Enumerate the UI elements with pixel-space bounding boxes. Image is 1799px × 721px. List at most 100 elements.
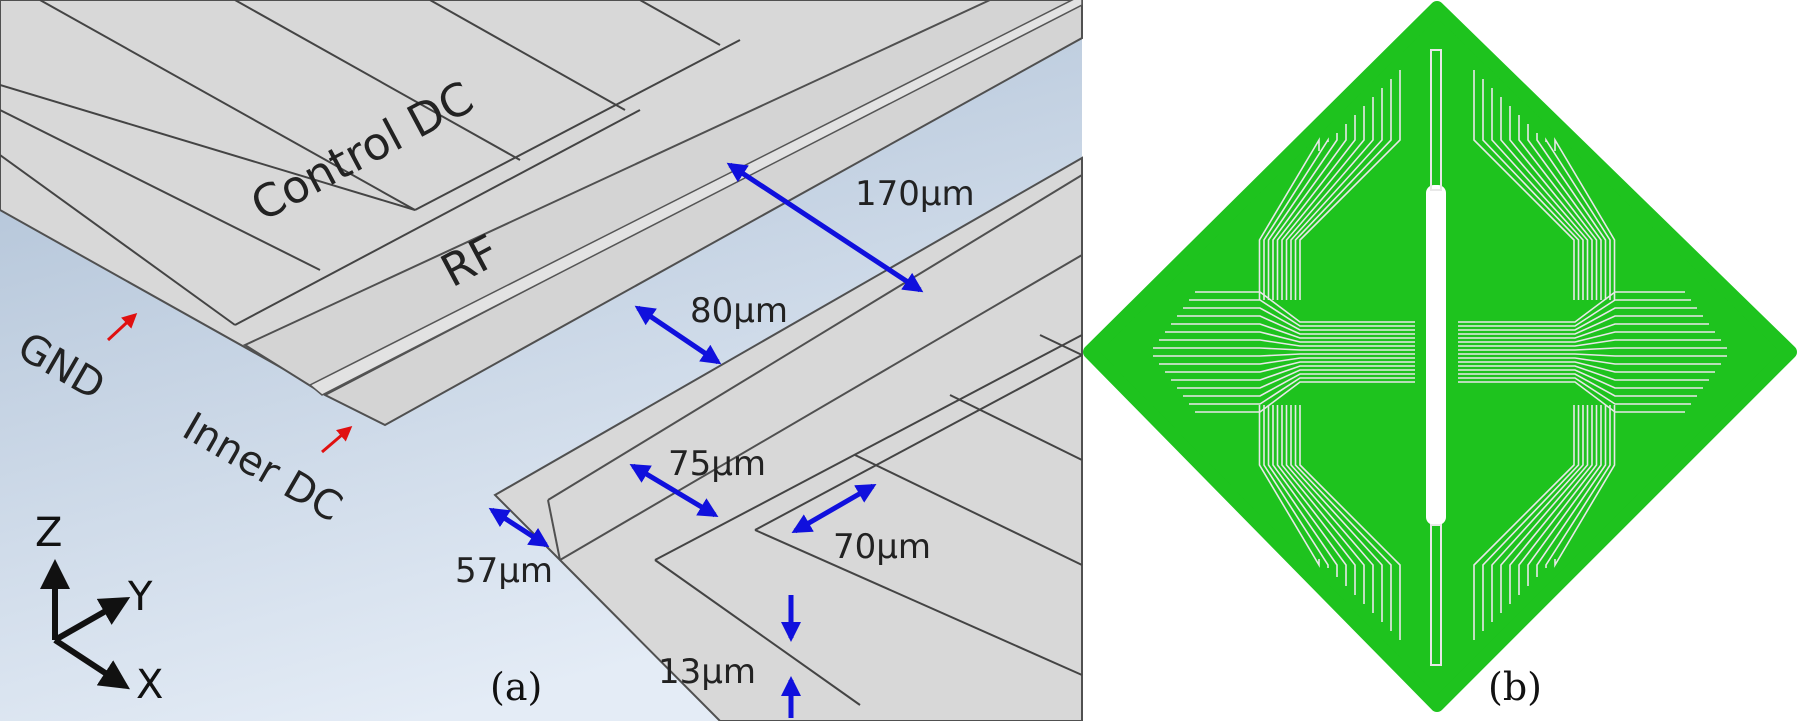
slot-neck-bottom [1430, 524, 1442, 666]
dim-label-80: 80µm [690, 291, 788, 331]
trace-line [1509, 405, 1593, 604]
trace-line [1500, 97, 1589, 300]
trace-line [1272, 405, 1347, 586]
trace-line [1527, 405, 1602, 586]
trace-line [1165, 331, 1415, 343]
trace-line [1294, 405, 1392, 631]
trace-line [1290, 88, 1383, 300]
trace-line [1458, 357, 1721, 365]
trace-line [1458, 307, 1697, 331]
trace-line [1458, 369, 1703, 389]
trace-line [1177, 315, 1415, 335]
trace-line [1554, 137, 1616, 300]
trace-line [1545, 137, 1611, 300]
trace-line [1183, 373, 1415, 397]
trace-line [1272, 124, 1347, 300]
trace-line [1458, 377, 1691, 405]
axis-label-y: Y [127, 574, 153, 620]
dim-arrow-57 [488, 507, 550, 548]
trace-line [1554, 405, 1616, 568]
trace-line [1263, 137, 1329, 300]
trace-line [1258, 405, 1320, 568]
trace-line [1267, 133, 1338, 300]
trace-line [1473, 70, 1575, 300]
panel-b: (b) [1083, 1, 1797, 712]
trace-line [1294, 79, 1392, 300]
dim-label-75: 75µm [668, 444, 766, 484]
trace-line [1458, 339, 1721, 347]
inner-dc-pointer-arrow [321, 426, 353, 454]
axis-label-x: X [136, 662, 163, 708]
trace-line [1482, 405, 1580, 631]
trace-line [1177, 369, 1415, 389]
gnd-pointer-arrow [106, 312, 138, 342]
axes-indicator: Z Y X [35, 510, 163, 708]
trace-line [1276, 405, 1356, 595]
trace-line [1171, 365, 1415, 381]
trace-line [1518, 405, 1598, 595]
trace-line [1299, 70, 1401, 300]
trace-line [1545, 405, 1611, 568]
trace-line [1195, 291, 1415, 323]
trace-line [1458, 331, 1715, 343]
trace-line [1263, 405, 1329, 568]
trace-line [1458, 315, 1703, 335]
trace-line [1153, 353, 1415, 357]
trace-line [1458, 365, 1709, 381]
lower-electrodes [493, 156, 1083, 721]
dim-arrow-70 [791, 483, 877, 534]
trace-line [1183, 307, 1415, 331]
trace-line [1165, 361, 1415, 373]
trap-chip [1083, 1, 1797, 712]
trace-line [1527, 124, 1602, 300]
trace-line [1258, 137, 1320, 300]
center-slot [1426, 185, 1446, 525]
trace-line [1285, 97, 1374, 300]
left-lead-fan [1153, 291, 1415, 413]
trace-line [1491, 88, 1584, 300]
trace-line [1536, 405, 1607, 577]
trace-line [1267, 405, 1338, 577]
trace-line [1518, 115, 1598, 300]
trace-line [1509, 106, 1593, 300]
trace-line [1458, 347, 1727, 351]
trace-line [1458, 299, 1691, 327]
trace-line [1159, 357, 1415, 365]
dim-label-170: 170µm [855, 174, 975, 214]
dim-label-13: 13µm [658, 652, 756, 692]
axis-label-z: Z [35, 510, 62, 556]
slot-neck [1430, 49, 1442, 191]
trace-line [1458, 353, 1727, 357]
trace-line [1281, 405, 1365, 604]
dim-arrow-75 [629, 463, 719, 518]
trace-line [1458, 373, 1697, 397]
trace-line [1171, 323, 1415, 339]
trace-line [1458, 361, 1715, 373]
dim-label-70: 70µm [833, 527, 931, 567]
trace-line [1189, 299, 1415, 327]
trace-line [1281, 106, 1365, 300]
dim-arrow-80 [634, 305, 722, 365]
trace-line [1482, 79, 1580, 300]
inner-dc-electrode [308, 0, 1083, 396]
trace-line [1153, 347, 1415, 351]
right-lead-fan [1458, 291, 1727, 413]
trace-line [1195, 381, 1415, 413]
bottom-lead-fan [1258, 405, 1616, 640]
caption-a: (a) [490, 665, 542, 709]
trace-line [1299, 405, 1401, 640]
trace-line [1473, 405, 1575, 640]
trace-line [1276, 115, 1356, 300]
trace-line [1458, 381, 1685, 413]
trace-line [1491, 405, 1584, 622]
dim-label-57: 57µm [455, 551, 553, 591]
trace-line [1159, 339, 1415, 347]
trace-line [1458, 291, 1685, 323]
caption-b: (b) [1488, 665, 1542, 709]
trace-line [1458, 323, 1709, 339]
trace-line [1536, 133, 1607, 300]
trace-line [1290, 405, 1383, 622]
trace-line [1189, 377, 1415, 405]
trace-line [1500, 405, 1589, 613]
